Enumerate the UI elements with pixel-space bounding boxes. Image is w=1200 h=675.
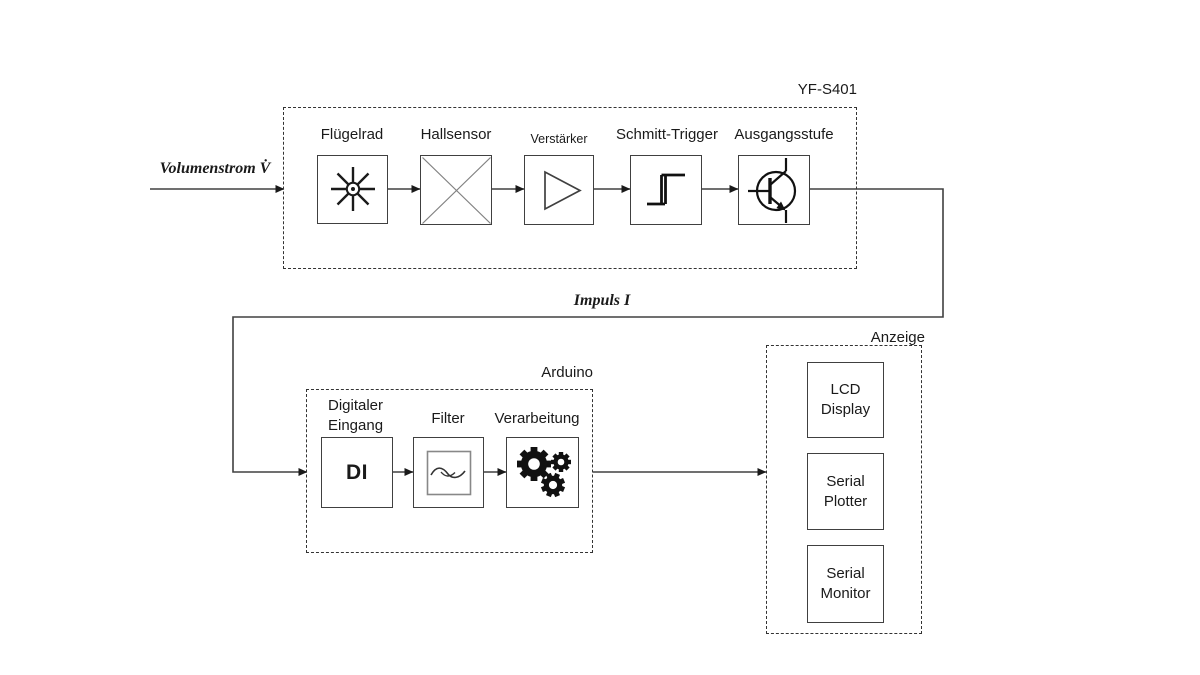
crossed-box-icon [421, 156, 491, 224]
schmitt-trigger-label: Schmitt-Trigger [616, 126, 718, 143]
schmitt-trigger-block [630, 155, 702, 225]
display-group-box [766, 345, 922, 634]
sensor-group-title: YF-S401 [797, 81, 857, 98]
pulse-label: Impuls I [573, 292, 631, 309]
sensor-group-box [283, 107, 857, 269]
digitaler-eingang-label: Digitaler Eingang [328, 397, 384, 434]
arduino-group-box [306, 389, 593, 553]
filter-wave-icon [426, 450, 471, 495]
serial-monitor-label: Serial Monitor [820, 565, 871, 602]
lcd-display-block: LCD Display [807, 362, 884, 438]
digital-input-block: DI [321, 437, 393, 508]
verstaerker-label: Verstärker [530, 132, 588, 146]
fluegelrad-block [317, 155, 388, 224]
ausgangsstufe-label: Ausgangsstufe [734, 126, 834, 143]
verarbeitung-label: Verarbeitung [494, 410, 580, 427]
serial-plotter-block: Serial Plotter [807, 453, 884, 530]
arduino-group-title: Arduino [541, 364, 593, 381]
impeller-icon [330, 166, 375, 211]
verarbeitung-block [506, 437, 579, 508]
lcd-display-label: LCD Display [820, 381, 871, 418]
amplifier-icon [543, 170, 582, 210]
gears-icon [516, 446, 571, 497]
di-text: DI [346, 460, 368, 484]
hallsensor-block [420, 155, 492, 225]
filter-block [413, 437, 484, 508]
verstaerker-block [524, 155, 594, 225]
hysteresis-icon [646, 173, 685, 205]
serial-plotter-label: Serial Plotter [823, 472, 868, 510]
input-flow-label: Volumenstrom V̇ [159, 160, 271, 177]
hallsensor-label: Hallsensor [420, 126, 492, 143]
serial-monitor-block: Serial Monitor [807, 545, 884, 623]
fluegelrad-label: Flügelrad [320, 126, 384, 143]
transistor-icon [747, 157, 796, 223]
filter-label: Filter [431, 410, 465, 427]
ausgangsstufe-block [738, 155, 810, 225]
display-group-title: Anzeige [870, 329, 925, 346]
